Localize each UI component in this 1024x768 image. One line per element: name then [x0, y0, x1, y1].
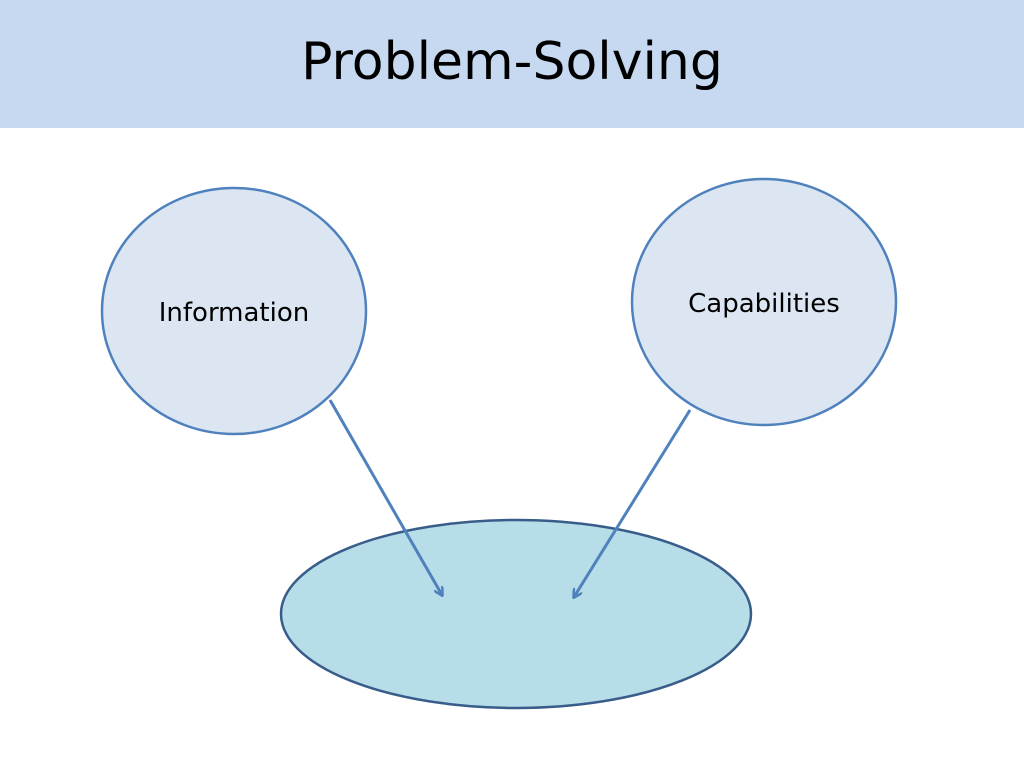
title-bar: Problem-Solving — [0, 0, 1024, 128]
information-to-result-arrow — [328, 399, 442, 595]
capabilities-circle — [630, 177, 898, 427]
slide-title: Problem-Solving — [301, 32, 723, 92]
capabilities-to-result-arrow — [574, 409, 692, 597]
information-circle — [100, 186, 368, 436]
capabilities-label: Capabilities — [688, 289, 840, 319]
information-label: Information — [159, 298, 310, 328]
result-ellipse — [279, 518, 753, 710]
